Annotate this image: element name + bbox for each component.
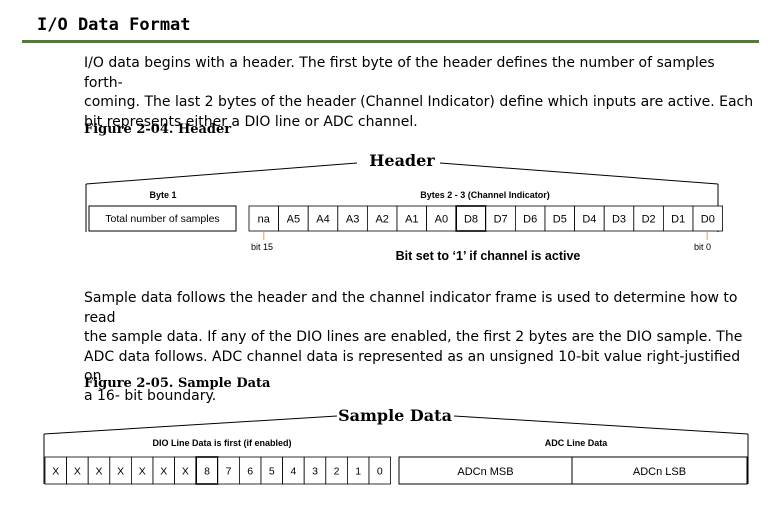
section-title: I/O Data Format <box>37 15 191 35</box>
header-bit-cell <box>455 205 487 232</box>
header-bit-cell <box>515 205 546 232</box>
dio-bit-text: 4 <box>290 466 296 478</box>
header-bit-cell <box>544 205 576 232</box>
dio-bit-text: X <box>182 466 189 478</box>
adc-lsb-text: ADCn LSB <box>633 466 686 478</box>
header-bracket-right <box>439 162 719 185</box>
header-bit-text: A3 <box>346 214 359 226</box>
dio-bit-text: 1 <box>355 466 361 478</box>
intro-line: I/O data begins with a header. The first… <box>84 55 715 91</box>
channel-active-note: Bit set to ‘1’ if channel is active <box>396 249 581 263</box>
dio-bit-text: X <box>117 466 124 478</box>
adc-lsb-cell <box>571 456 748 485</box>
adc-msb-text: ADCn MSB <box>457 466 513 478</box>
intro-line: coming. The last 2 bytes of the header (… <box>84 94 754 110</box>
dio-line-label: DIO Line Data is first (if enabled) <box>152 438 291 448</box>
byte1-label: Byte 1 <box>149 190 176 200</box>
byte1-cell <box>88 205 237 232</box>
header-bit-text: D8 <box>464 214 478 226</box>
bit0-label: bit 0 <box>694 242 711 252</box>
header-bit-text: D5 <box>553 214 567 226</box>
header-diagram: Header Byte 1 Bytes 2 - 3 (Channel Indic… <box>85 151 724 263</box>
header-bit-text: A5 <box>287 214 300 226</box>
header-bit-text: na <box>258 214 271 226</box>
header-bit-text: A4 <box>316 214 329 226</box>
sample-line: ADC data follows. ADC channel data is re… <box>84 348 741 385</box>
header-bit-text: D1 <box>671 214 685 226</box>
header-bit-cell <box>426 205 457 232</box>
dio-bit-text: 0 <box>377 466 383 478</box>
dio-bit-text: X <box>52 466 59 478</box>
dio-bit-text: 8 <box>204 466 210 478</box>
header-bit-cell <box>663 205 694 232</box>
sample-line: the sample data. If any of the DIO lines… <box>84 329 743 345</box>
sample-diagram: Sample Data DIO Line Data is first (if e… <box>43 406 749 485</box>
figure-caption-sample: Figure 2-05. Sample Data <box>84 376 271 391</box>
header-bit-cell <box>692 205 724 232</box>
header-bit-text: D3 <box>612 214 626 226</box>
dio-bit-text: 2 <box>334 466 340 478</box>
adc-msb-cell <box>398 456 573 485</box>
header-bit-row: na A5 A4 A3 A2 A1 A0 D8 D7 D6 D5 D4 D3 D2 D1 D0 <box>248 205 724 240</box>
header-bit-text: D2 <box>642 214 656 226</box>
header-bit-cell <box>574 205 605 232</box>
header-bit-cell <box>278 205 309 232</box>
header-bit-cell <box>307 205 339 232</box>
header-bit-cell <box>248 205 280 232</box>
header-bit-text: D7 <box>494 214 508 226</box>
sample-bracket-right <box>453 415 749 435</box>
dio-bit-text: X <box>139 466 146 478</box>
bit15-label: bit 15 <box>251 242 273 252</box>
byte1-cell-text: Total number of samples <box>105 213 219 225</box>
header-bit-text: A1 <box>405 214 418 226</box>
dio-bit-text: X <box>74 466 81 478</box>
header-bit-cell <box>603 205 635 232</box>
dio-bit-text: 3 <box>312 466 318 478</box>
sample-paragraph: Sample data follows the header and the c… <box>84 289 754 406</box>
header-bit-cell <box>366 205 398 232</box>
adc-line-label: ADC Line Data <box>545 438 609 448</box>
section-rule <box>22 40 759 43</box>
dio-bit-text: X <box>95 466 102 478</box>
header-bit-text: D4 <box>582 214 596 226</box>
header-bit-text: A0 <box>435 214 448 226</box>
dio-bit-row: X X X X X X X 8 7 6 5 4 3 2 1 0 <box>44 456 392 485</box>
dio-bit-text: X <box>160 466 167 478</box>
header-bit-cell <box>633 205 664 232</box>
sample-line: a 16- bit boundary. <box>84 387 217 404</box>
header-diagram-title: Header <box>369 151 435 170</box>
header-bit-text: D0 <box>701 214 715 226</box>
intro-line: bit represents either a DIO line or ADC … <box>84 113 418 130</box>
dio-bit-cell <box>368 456 392 485</box>
dio-bit-text: 5 <box>269 466 275 478</box>
sample-line: Sample data follows the header and the c… <box>84 290 738 326</box>
sample-diagram-title: Sample Data <box>338 406 452 425</box>
figure-caption-header: Figure 2-04. Header <box>84 122 232 137</box>
sample-bracket-left <box>43 415 338 435</box>
header-bracket-left <box>85 162 358 185</box>
intro-paragraph: I/O data begins with a header. The first… <box>84 54 754 132</box>
bytes23-label: Bytes 2 - 3 (Channel Indicator) <box>420 190 550 200</box>
dio-bit-text: 7 <box>226 466 232 478</box>
header-bit-cell <box>485 205 516 232</box>
dio-bit-text: 6 <box>247 466 253 478</box>
header-bit-text: D6 <box>523 214 537 226</box>
header-bit-text: A2 <box>375 214 388 226</box>
